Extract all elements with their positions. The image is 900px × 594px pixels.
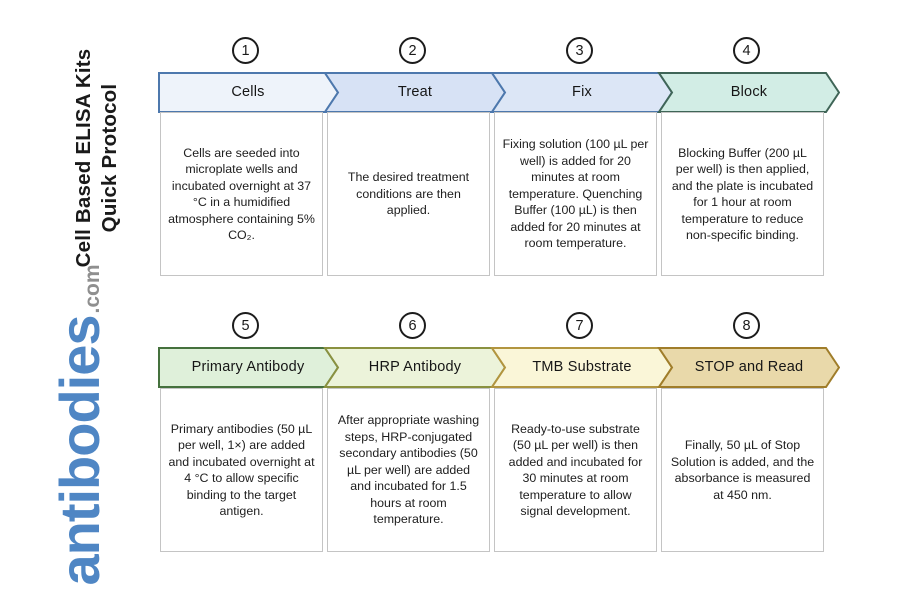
step-8-label: STOP and Read xyxy=(694,359,804,375)
step-8-description-text: Finally, 50 µL of Stop Solution is added… xyxy=(670,438,815,502)
step-4-description-text: Blocking Buffer (200 µL per well) is the… xyxy=(671,145,814,243)
step-1-number: 1 xyxy=(241,42,250,59)
step-2-number-badge: 2 xyxy=(399,37,426,64)
process-arrows-row2 xyxy=(158,347,840,388)
step-4-description: Blocking Buffer (200 µL per well) is the… xyxy=(661,112,824,276)
step-3-number: 3 xyxy=(575,42,584,59)
page-title-line1: Cell Based ELISA Kits xyxy=(72,48,95,268)
step-1-label: Cells xyxy=(231,84,265,100)
step-6-number-badge: 6 xyxy=(399,312,426,339)
page-title-line2: Quick Protocol xyxy=(98,83,121,233)
step-1-description-text: Cells are seeded into microplate wells a… xyxy=(168,145,315,243)
step-6-label: HRP Antibody xyxy=(368,359,462,375)
brand-logo: antibodies .com xyxy=(47,264,133,585)
brand-logo-suffix: .com xyxy=(81,264,104,314)
step-1-description: Cells are seeded into microplate wells a… xyxy=(160,112,323,276)
step-2-label: Treat xyxy=(397,84,433,100)
step-3-number-badge: 3 xyxy=(566,37,593,64)
step-5-description-text: Primary antibodies (50 µL per well, 1×) … xyxy=(168,421,315,519)
step-7-label: TMB Substrate xyxy=(532,359,632,375)
step-7-number: 7 xyxy=(575,317,584,334)
step-6-description-text: After appropriate washing steps, HRP-con… xyxy=(337,413,480,527)
step-4-number-badge: 4 xyxy=(733,37,760,64)
arrow-shape-stop-and-read xyxy=(657,347,840,388)
step-6-number: 6 xyxy=(408,317,417,334)
step-5-number: 5 xyxy=(241,317,250,334)
step-3-description-text: Fixing solution (100 µL per well) is add… xyxy=(502,137,649,251)
step-2-description: The desired treatment conditions are the… xyxy=(327,112,490,276)
brand-logo-text: antibodies xyxy=(48,315,111,586)
step-5-label: Primary Antibody xyxy=(191,359,305,375)
step-5-number-badge: 5 xyxy=(232,312,259,339)
step-4-number: 4 xyxy=(742,42,751,59)
step-6-description: After appropriate washing steps, HRP-con… xyxy=(327,388,490,552)
step-1-number-badge: 1 xyxy=(232,37,259,64)
page-title: Cell Based ELISA Kits Quick Protocol xyxy=(71,33,123,283)
step-7-number-badge: 7 xyxy=(566,312,593,339)
step-8-number: 8 xyxy=(742,317,751,334)
process-arrows-row1 xyxy=(158,72,840,113)
step-3-label: Fix xyxy=(572,84,592,100)
step-8-number-badge: 8 xyxy=(733,312,760,339)
step-5-description: Primary antibodies (50 µL per well, 1×) … xyxy=(160,388,323,552)
step-3-description: Fixing solution (100 µL per well) is add… xyxy=(494,112,657,276)
step-2-description-text: The desired treatment conditions are the… xyxy=(347,170,470,218)
step-4-label: Block xyxy=(730,84,768,100)
step-2-number: 2 xyxy=(408,42,417,59)
step-7-description-text: Ready-to-use substrate (50 µL per well) … xyxy=(508,421,643,519)
step-8-description: Finally, 50 µL of Stop Solution is added… xyxy=(661,388,824,552)
arrow-shape-block xyxy=(657,72,840,113)
step-7-description: Ready-to-use substrate (50 µL per well) … xyxy=(494,388,657,552)
